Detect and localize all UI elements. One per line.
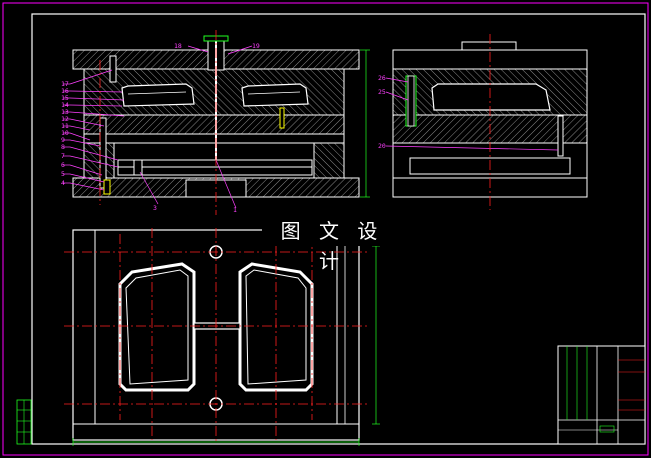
inner-frame	[31, 13, 646, 445]
part-label: 1	[233, 206, 237, 214]
ejector-plate	[117, 166, 313, 176]
part-label: 6	[61, 161, 65, 169]
part-label: 25	[378, 88, 386, 96]
part-label: 20	[378, 142, 386, 150]
centerlines	[64, 30, 491, 444]
part-label: 26	[378, 74, 386, 82]
part-label: 19	[252, 42, 260, 50]
guide-pin-left	[99, 117, 107, 189]
ejector-retainer	[117, 159, 313, 168]
part-label: 17	[61, 80, 69, 88]
side-strip-block	[16, 399, 32, 445]
spacer-right	[313, 142, 345, 179]
front-section-view	[72, 35, 360, 198]
part-label: 16	[61, 87, 69, 95]
side-section-view	[392, 41, 588, 198]
part-label: 3	[153, 204, 157, 212]
cavity-part-left	[121, 83, 195, 107]
title-block	[557, 345, 646, 445]
dimension-plan	[72, 245, 380, 446]
plan-cavity-left	[118, 262, 196, 392]
dimension-front-height	[360, 49, 370, 198]
leader-lines-side	[385, 77, 559, 151]
part-label: 8	[61, 143, 65, 151]
part-label: 5	[61, 170, 65, 178]
part-label: 7	[61, 152, 65, 160]
part-label: 13	[61, 108, 69, 116]
part-labels-front: 17 16 15 14 13 12 11 10 9 8 7 6 5 4 18 1…	[61, 42, 260, 214]
part-label: 9	[61, 136, 65, 144]
leader-lines-front	[63, 45, 253, 209]
cavity-part-right	[241, 83, 309, 107]
support-plate	[83, 133, 345, 144]
watermark: 图 文 设 计	[262, 216, 402, 273]
core-plate	[83, 114, 345, 135]
part-label: 4	[61, 179, 65, 187]
side-part	[431, 83, 551, 111]
part-label: 10	[61, 129, 69, 137]
part-label: 11	[61, 122, 69, 130]
part-label: 12	[61, 115, 69, 123]
part-labels-side: 26 25 20	[378, 74, 386, 150]
part-label: 14	[61, 101, 69, 109]
part-label: 15	[61, 94, 69, 102]
part-label: 18	[174, 42, 182, 50]
